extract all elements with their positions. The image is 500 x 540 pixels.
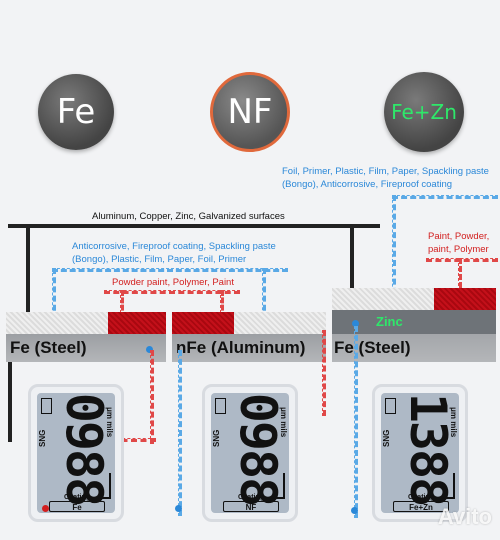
connector-blue-right	[354, 326, 358, 518]
sng-indicator: SNG	[38, 429, 47, 447]
fe-zn-mode-badge: Fe+Zn	[384, 72, 464, 152]
right-red-line	[426, 258, 498, 262]
mode-dot-nf	[175, 505, 182, 512]
right-red-coatings-line2: paint, Polymer	[428, 244, 489, 255]
red-coating-layer-right	[434, 288, 496, 310]
avito-watermark: Avito	[437, 504, 492, 529]
mode-dot-fezn	[351, 507, 358, 514]
wifi-icon	[200, 0, 300, 50]
right-blue-coatings-line2: (Bongo), Anticorrosive, Fireproof coatin…	[282, 179, 453, 190]
unit-labels: μm mils	[449, 407, 458, 438]
connector-red-left	[150, 350, 154, 444]
coating-label: Coating	[407, 494, 435, 501]
lcd-screen: SNG 1388 μm mils Coating Fe+Zn	[381, 393, 459, 513]
mid-red-line	[104, 290, 240, 294]
battery-icon	[215, 398, 226, 414]
red-coating-layer-mid	[172, 312, 234, 334]
mid-blue-coatings-line1: Anticorrosive, Fireproof coating, Spackl…	[72, 241, 276, 252]
connector-blue-mid	[178, 350, 182, 516]
unit-labels: μm mils	[105, 407, 114, 438]
unit-labels: μm mils	[279, 407, 288, 438]
fe-mode-badge: Fe	[38, 74, 114, 150]
right-blue-coatings-line1: Foil, Primer, Plastic, Film, Paper, Spac…	[282, 166, 489, 177]
black-mid-drop	[350, 224, 354, 296]
black-span-line	[8, 224, 380, 228]
white-coating-layer-left	[6, 312, 108, 334]
mid-blue-coatings-line2: (Bongo), Plastic, Film, Paper, Foil, Pri…	[72, 254, 247, 265]
probe-dot-blue-right	[352, 320, 359, 327]
mid-red-coatings: Powder paint, Polymer, Paint	[112, 277, 234, 288]
probe-dot-blue-left	[146, 346, 153, 353]
zinc-label: Zinc	[376, 314, 403, 329]
mode-indicator: NF	[223, 501, 279, 512]
return-arrow-icon	[101, 473, 111, 499]
white-coating-layer-mid	[234, 312, 326, 334]
plate-label-fe-steel-right: Fe (Steel)	[334, 338, 411, 357]
nf-mode-badge: NF	[210, 72, 290, 152]
gauge-meter-nf: SNG 0988 μm mils Coating NF	[202, 384, 298, 522]
battery-icon	[385, 398, 396, 414]
mode-indicator: Fe	[49, 501, 105, 512]
white-coating-layer-right	[332, 288, 434, 310]
mode-indicator: Fe+Zn	[393, 501, 449, 512]
sng-indicator: SNG	[212, 429, 221, 447]
connector-black-left	[8, 362, 12, 442]
mid-blue-line	[52, 268, 288, 272]
gauge-meter-fe: SNG 0988 μm mils Coating Fe	[28, 384, 124, 522]
right-red-coatings-line1: Paint, Powder,	[428, 231, 490, 242]
plate-label-fe-steel-left: Fe (Steel)	[10, 338, 87, 357]
right-blue-line	[392, 195, 498, 199]
return-arrow-icon	[445, 473, 455, 499]
coating-label: Coating	[63, 494, 91, 501]
return-arrow-icon	[275, 473, 285, 499]
lcd-screen: SNG 0988 μm mils Coating Fe	[37, 393, 115, 513]
red-coating-layer-left	[108, 312, 166, 334]
sng-indicator: SNG	[382, 429, 391, 447]
gauge-meter-fezn: SNG 1388 μm mils Coating Fe+Zn	[372, 384, 468, 522]
lcd-screen: SNG 0988 μm mils Coating NF	[211, 393, 289, 513]
black-left-drop	[26, 224, 30, 318]
battery-icon	[41, 398, 52, 414]
mode-dot-fe	[42, 505, 49, 512]
top-black-substrates: Aluminum, Copper, Zinc, Galvanized surfa…	[92, 211, 285, 222]
zinc-layer	[332, 310, 496, 334]
plate-label-nfe-aluminum: nFe (Aluminum)	[176, 338, 306, 357]
connector-red-mid	[322, 330, 326, 416]
coating-label: Coating	[237, 494, 265, 501]
